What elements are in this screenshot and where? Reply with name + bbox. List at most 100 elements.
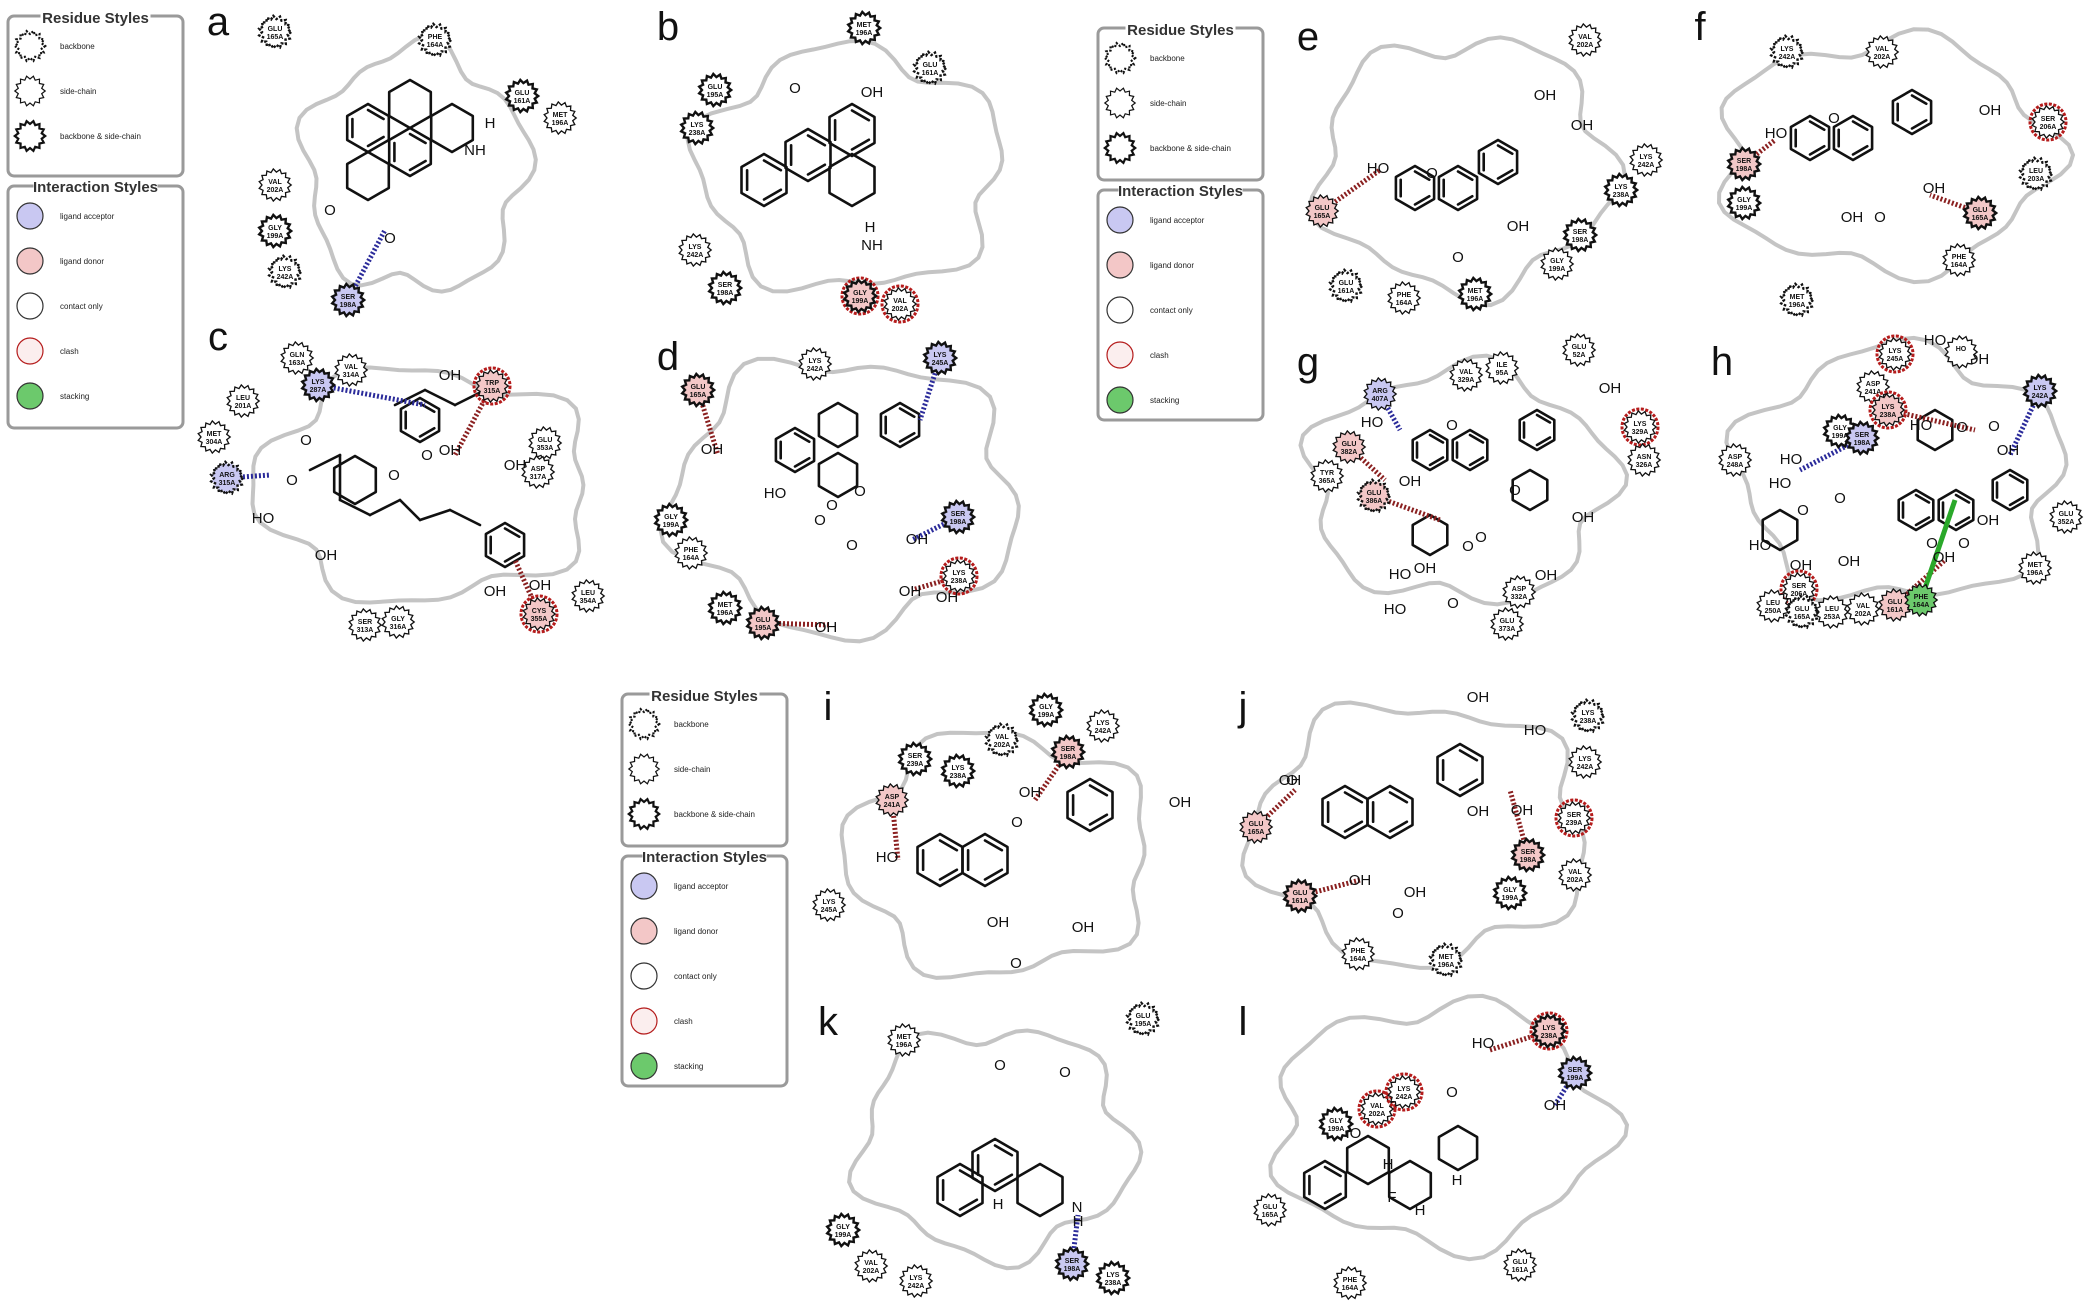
- chain-bond: [448, 508, 482, 527]
- bond-layer: [308, 78, 2029, 1218]
- residue-label: LYS: [1579, 756, 1592, 763]
- atom-label: O: [994, 1057, 1006, 1074]
- residue-label: 248A: [1727, 462, 1744, 469]
- atom-label: O: [1834, 490, 1846, 507]
- atom-label: H: [1452, 1172, 1463, 1189]
- residue-label: GLY: [1737, 197, 1751, 204]
- atom-label: F: [1387, 1189, 1396, 1206]
- double-bond: [1456, 170, 1474, 182]
- binding-pocket-outline: [1268, 993, 1629, 1262]
- residue-label: 242A: [2032, 393, 2049, 400]
- residue-label: SER: [1792, 583, 1806, 590]
- residue-label: 326A: [1636, 462, 1653, 469]
- residue-label: 245A: [932, 360, 949, 367]
- residue-label: VAL: [893, 298, 907, 305]
- residue-label: 317A: [530, 474, 547, 481]
- legends-layer: Residue Stylesbackboneside-chainbackbone…: [6, 10, 1265, 1088]
- atom-label: O: [814, 512, 826, 529]
- binding-pocket-outline: [1724, 335, 2069, 603]
- residue-label: ASP: [1512, 586, 1527, 593]
- residue-label: 202A: [267, 187, 284, 194]
- residue-label: 304A: [206, 439, 223, 446]
- residue-label: 239A: [907, 761, 924, 768]
- residue-label: GLU: [1973, 207, 1988, 214]
- residue-label: 165A: [1314, 213, 1331, 220]
- ring-bond: [1477, 138, 1519, 186]
- legend-interaction-item: clash: [16, 337, 79, 365]
- residue-label: 354A: [580, 598, 597, 605]
- legend-residue-item: backbone & side-chain: [1102, 131, 1231, 165]
- ring-bond: [828, 152, 876, 208]
- ring-bond: [1518, 408, 1556, 452]
- legend-residue-title: Residue Styles: [651, 688, 758, 705]
- residue-label: GLU: [1367, 490, 1382, 497]
- residue-label: GLU: [923, 62, 938, 69]
- ring-bond: [971, 1137, 1019, 1193]
- residue-label: GLU: [1888, 599, 1903, 606]
- residue-label: 238A: [1880, 412, 1897, 419]
- double-bond: [958, 1198, 979, 1211]
- chain-bond: [338, 498, 372, 517]
- atom-label: HO: [1384, 601, 1407, 618]
- binding-pocket-outline: [1298, 353, 1630, 607]
- residue-label: LYS: [823, 899, 836, 906]
- residue-label: 164A: [1396, 300, 1413, 307]
- panel-letter: c: [208, 315, 228, 359]
- residue-label: 198A: [1854, 440, 1871, 447]
- residue-label: MET: [207, 431, 223, 438]
- residue-label: VAL: [1370, 1103, 1384, 1110]
- residue-label: 242A: [1638, 162, 1655, 169]
- atom-label: OH: [1979, 102, 2002, 119]
- residue-label: LYS: [2034, 385, 2047, 392]
- atom-label: HO: [1472, 1035, 1495, 1052]
- interaction-line: [695, 389, 721, 456]
- double-bond: [1914, 516, 1931, 527]
- atom-label: OH: [1790, 557, 1813, 574]
- residue-label: 329A: [1632, 429, 1649, 436]
- residue-label: 199A: [1832, 433, 1849, 440]
- residue-label: 353A: [537, 445, 554, 452]
- residue-label: MET: [1468, 288, 1484, 295]
- residue-label: VAL: [1459, 369, 1473, 376]
- atom-label: OH: [861, 84, 884, 101]
- legend-interaction-label: ligand acceptor: [1150, 216, 1205, 225]
- residue-label: 164A: [427, 42, 444, 49]
- residue-label: 245A: [1887, 356, 1904, 363]
- atom-label: OH: [1544, 1097, 1567, 1114]
- binding-pocket-outline: [847, 1028, 1144, 1271]
- legend-interaction-item: stacking: [630, 1052, 703, 1080]
- atom-label: HO: [764, 485, 787, 502]
- residue-label: 165A: [1972, 215, 1989, 222]
- residue-label: ASP: [531, 466, 546, 473]
- residue-label: GLU: [1500, 618, 1515, 625]
- double-bond: [418, 426, 436, 438]
- double-bond: [418, 402, 436, 414]
- atom-label: NH: [464, 142, 486, 159]
- residue-label: MET: [553, 112, 569, 119]
- legend-interaction-item: stacking: [16, 382, 89, 410]
- residue-label: 199A: [267, 233, 284, 240]
- residue-label: 202A: [892, 306, 909, 313]
- residue-label: 242A: [1095, 728, 1112, 735]
- residue-label: SER: [951, 511, 965, 518]
- interaction-line: [917, 357, 943, 421]
- residue-label: LYS: [1097, 720, 1110, 727]
- atom-label: O: [1509, 482, 1521, 499]
- double-bond: [793, 432, 811, 444]
- residue-label: 202A: [1577, 42, 1594, 49]
